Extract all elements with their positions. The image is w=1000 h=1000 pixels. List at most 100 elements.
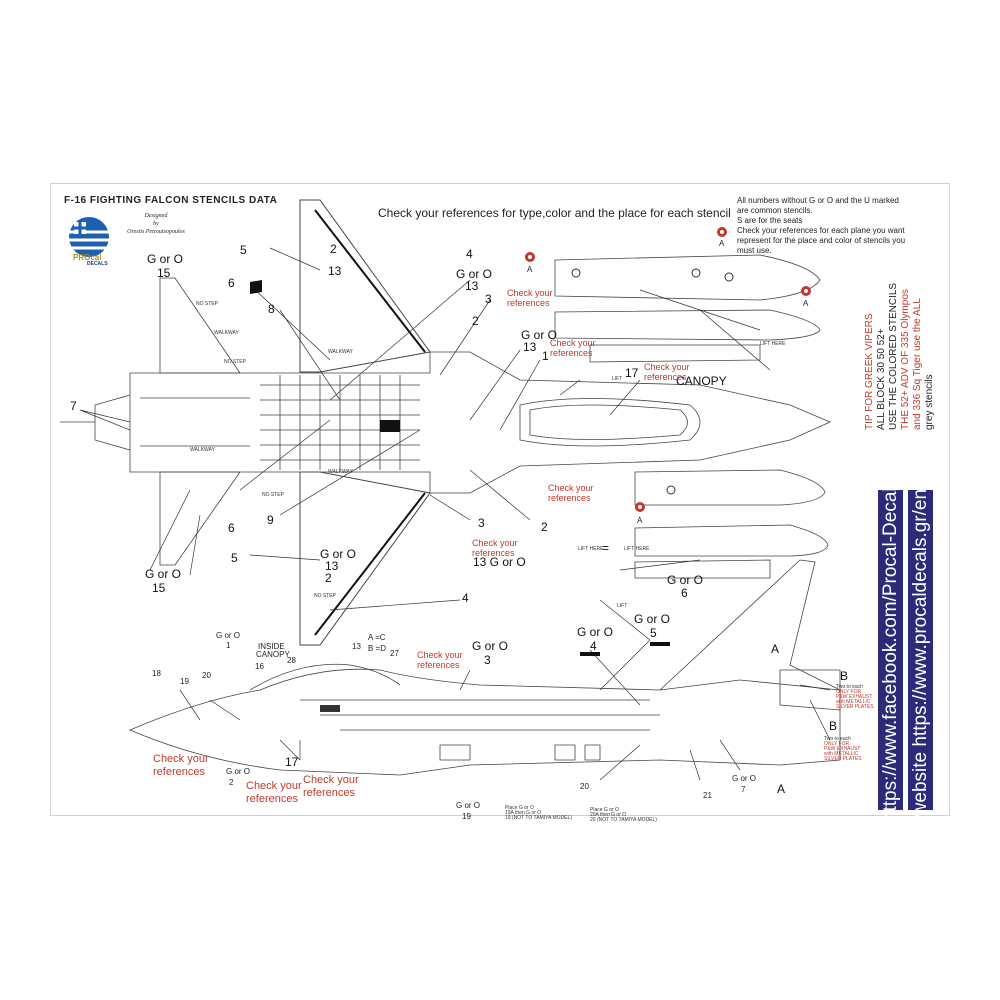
callout-label: G or O [216, 631, 241, 640]
tip-line: grey stencils [924, 374, 935, 430]
tank-marker: A [719, 239, 725, 248]
tip-line: USE THE COLORED STENCILS [888, 283, 899, 430]
fuel-tanks [554, 254, 829, 579]
marker-label: B [829, 719, 838, 733]
callout-label: 13 G or O [473, 555, 526, 569]
marker-label: A [771, 642, 780, 656]
callout-label: 5 [231, 551, 238, 565]
callout-label: 2 [229, 778, 234, 787]
callout-label: 5 [650, 626, 657, 640]
callout-label: G or O [456, 801, 481, 810]
callout-label: 17 [625, 366, 639, 380]
stencil-strip-icon [320, 705, 340, 712]
equals-sign: = [602, 541, 610, 555]
notes-block: All numbers without G or O and the U mar… [737, 196, 906, 255]
check-references-note: Check your references [417, 650, 463, 670]
tank-marker: A [803, 299, 809, 308]
check-references-note: Check your references [644, 362, 690, 382]
callout-label: 15 [157, 266, 171, 280]
tip-block: TIP FOR GREEK VIPERS ALL BLOCK 30 50 52+… [864, 283, 935, 430]
stencil-strip-icon [580, 652, 600, 656]
check-references-note: Check your references [507, 288, 553, 308]
tip-line: TIP FOR GREEK VIPERS [864, 313, 875, 430]
callout-label: 19 [462, 812, 471, 821]
stencil-text: NO STEP [196, 301, 218, 307]
callout-label: 13 [325, 559, 339, 573]
check-references-note: Check your references [303, 774, 359, 799]
callout-label: 1 [542, 349, 549, 363]
stencil-text: NO STEP [262, 492, 284, 498]
tank-marker: A [527, 265, 533, 274]
seat-mark-icon [380, 420, 400, 432]
callout-label: G or O [320, 547, 357, 561]
page-title: F-16 FIGHTING FALCON STENCILS DATA [64, 195, 278, 206]
logo-brand: PROcal [73, 253, 102, 262]
callout-label: G or O [472, 639, 509, 653]
callout-label: 3 [484, 653, 491, 667]
lift-text: LIFT [617, 603, 628, 609]
callout-label: G or O [145, 567, 182, 581]
callout-label: 2 [541, 520, 548, 534]
roundel-icons [525, 227, 811, 512]
callout-label: 19 [180, 677, 189, 686]
callout-label: 17 [285, 755, 299, 769]
check-references-note: Check your references [550, 338, 596, 358]
callout-label: G or O [456, 267, 493, 281]
tip-line: THE 52+ ADV OF 335 Olympos [900, 289, 911, 430]
callout-label: 7 [741, 785, 746, 794]
stencil-text: WALKWAY [328, 469, 353, 475]
callout-label: 6 [228, 521, 235, 535]
callout-label: 3 [478, 516, 485, 530]
callout-label: 8 [268, 302, 275, 316]
stencil-text: WALKWAY [214, 330, 239, 336]
callout-label: 21 [703, 791, 712, 800]
side-view-aircraft [128, 559, 841, 776]
callout-label: A =C [368, 633, 386, 642]
callout-label: 4 [590, 639, 597, 653]
stencil-text: WALKWAY [328, 349, 353, 355]
lift-text: LIFT [612, 376, 623, 382]
callout-label: 13 [465, 279, 479, 293]
callout-label: 28 [287, 656, 296, 665]
callout-label: G or O [634, 612, 671, 626]
procal-logo-icon [69, 217, 109, 257]
stencil-text: NO STEP [224, 359, 246, 365]
callout-label: 4 [462, 591, 469, 605]
website-banner: website https://www.procaldecals.gr/en/ [908, 484, 933, 816]
callout-label: 13 [328, 264, 342, 278]
stencil-strip-icon [650, 642, 670, 646]
callout-label: INSIDE [258, 642, 285, 651]
callout-label: 5 [240, 243, 247, 257]
callout-label: 9 [267, 513, 274, 527]
callout-label: G or O [577, 625, 614, 639]
stencil-text: LIFT HERE [760, 341, 786, 347]
callout-label: 13 [352, 642, 361, 651]
callout-label: 6 [228, 276, 235, 290]
leader-lines [79, 247, 831, 781]
callout-label: 2 [330, 242, 337, 256]
callout-label: 18 [152, 669, 161, 678]
marker-label: A [777, 782, 786, 796]
callout-label: 15 [152, 581, 166, 595]
callout-label: 6 [681, 586, 688, 600]
top-view-aircraft [60, 199, 831, 646]
marker-label: B [840, 669, 849, 683]
callout-label: G or O [521, 328, 558, 342]
tip-line: ALL BLOCK 30 50 52+ [876, 328, 887, 430]
callout-label: 16 [255, 662, 264, 671]
callout-label: B =D [368, 644, 387, 653]
logo-sub: DECALS [87, 261, 108, 267]
check-references-note: Check your references [548, 483, 594, 503]
tank-marker: A [637, 516, 643, 525]
stencil-mark-icon [250, 280, 262, 294]
header-note: Check your references for type,color and… [378, 206, 731, 220]
stencil-text: NO STEP [314, 593, 336, 599]
callout-label: 3 [485, 292, 492, 306]
lift-text: LIFT HERE [624, 546, 650, 552]
designer-credit: Designed by Orestis Petroutsopoulos [127, 213, 185, 235]
callout-label: 7 [70, 399, 77, 413]
callout-label: 20 [202, 671, 211, 680]
